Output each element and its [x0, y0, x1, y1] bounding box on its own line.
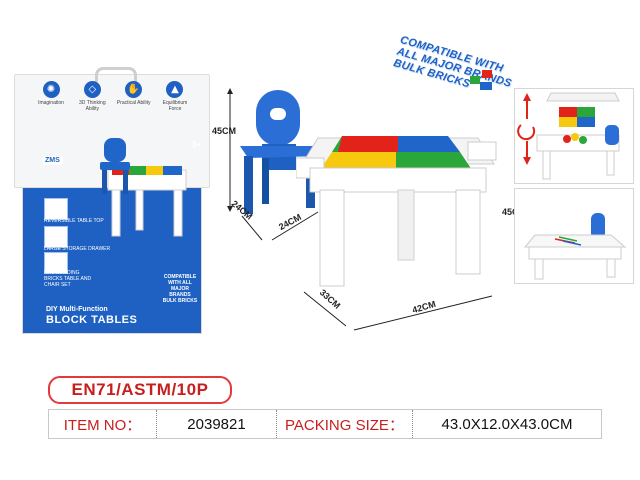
product-box: ✺ Imagination ◇ 3D Thinking Ability ✋ Pr… [14, 67, 210, 336]
compatibility-headline: COMPATIBLE WITH ALL MAJOR BRANDS BULK BR… [392, 34, 517, 102]
box-compat-text: COMPATIBLE WITH ALL MAJOR BRANDS BULK BR… [162, 274, 198, 304]
box-title: BLOCK TABLES [46, 314, 138, 326]
thumb-storage [44, 226, 68, 248]
packing-size-label: PACKING SIZE： [277, 410, 413, 438]
storage-illustration [517, 92, 620, 180]
feature-caption: Equilibrium Force [162, 100, 188, 112]
packing-size-value: 43.0X12.0X43.0CM [441, 415, 573, 433]
feature-caption: 3D Thinking Ability [79, 100, 106, 112]
certification-badge: EN71/ASTM/10P [48, 376, 232, 404]
inset-storage-view [514, 88, 634, 184]
3d-thinking-icon: ◇ [83, 81, 101, 98]
equilibrium-icon: ▲ [166, 81, 184, 98]
feature-icons-row: ✺ Imagination ◇ 3D Thinking Ability ✋ Pr… [33, 81, 193, 112]
dim-chair-height: 45CM [212, 126, 237, 136]
box-caption-storage: LARGE STORAGE DRAWER [44, 246, 111, 252]
item-no-value: 2039821 [157, 410, 277, 438]
thumb-reversible-top [44, 198, 68, 220]
box-caption-set: MINI BUILDING BRICKS TABLE AND CHAIR SET [44, 270, 92, 288]
feature-imagination: ✺ Imagination [33, 81, 69, 112]
box-chair-illustration [100, 138, 130, 194]
box-caption-reversible: REVERSIBLE TABLE TOP [44, 218, 104, 224]
feature-caption: Practical Ability [116, 100, 151, 106]
bricks-illustration [470, 70, 492, 90]
thumb-bricks [44, 252, 68, 274]
table-illustration [296, 136, 497, 331]
feature-equilibrium: ▲ Equilibrium Force [157, 81, 193, 112]
item-no-label: ITEM NO： [49, 410, 157, 438]
imagination-icon: ✺ [42, 81, 60, 98]
box-handle [95, 67, 137, 82]
feature-3d-thinking: ◇ 3D Thinking Ability [74, 81, 110, 112]
feature-practical: ✋ Practical Ability [116, 81, 152, 112]
spec-table: ITEM NO： 2039821 PACKING SIZE： 43.0X12.0… [48, 409, 602, 439]
box-brand-line: DIY Multi-Function [46, 306, 108, 313]
box-logo: ZMS [42, 156, 63, 165]
practical-ability-icon: ✋ [125, 81, 143, 98]
inset-drawing-view [514, 188, 634, 284]
drawing-table-illustration [523, 213, 627, 280]
age-badge: 3+ [192, 140, 202, 149]
feature-caption: Imagination [38, 100, 64, 106]
